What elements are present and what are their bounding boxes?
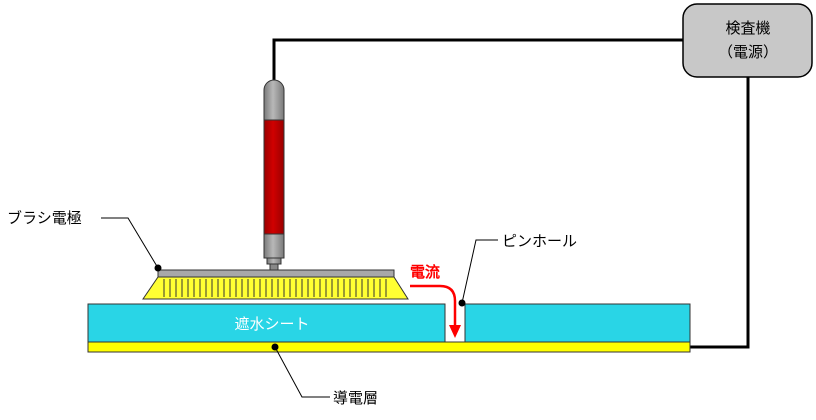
conductive-layer-label: 導電層	[333, 389, 378, 407]
brush-bar	[157, 269, 395, 278]
brush-electrode-label: ブラシ電極	[7, 209, 82, 227]
conductive-layer-leader	[274, 346, 330, 398]
probe-neck	[269, 263, 279, 271]
probe-cap	[263, 79, 285, 121]
waterproof-sheet: 遮水シート	[87, 303, 691, 343]
inspector-label-line2: （電源）	[718, 43, 778, 61]
probe-handle	[263, 79, 285, 271]
pinhole-label: ピンホール	[502, 232, 577, 250]
pinhole-dot	[458, 299, 466, 307]
inspector-box-shape	[682, 3, 813, 78]
brush-electrode-leader	[101, 217, 159, 269]
waterproof-sheet-right	[464, 303, 691, 343]
probe-red-grip	[263, 119, 285, 235]
pinhole-leader	[461, 239, 498, 304]
callout-brush-electrode: ブラシ電極	[7, 209, 162, 272]
wire-probe-to-inspector	[272, 38, 684, 80]
bristle-lines	[163, 279, 387, 297]
current-label: 電流	[410, 263, 440, 281]
current-arrow-head	[449, 325, 461, 338]
probe-collar	[266, 257, 282, 265]
probe-lower-sleeve	[263, 233, 285, 259]
waterproof-sheet-label: 遮水シート	[234, 315, 309, 333]
wire-inspector-to-conductive-layer	[690, 77, 750, 349]
brush-bristles	[142, 276, 409, 300]
conductive-layer-shape	[87, 341, 691, 353]
conductive-layer	[87, 341, 691, 353]
brush-electrode-dot	[154, 264, 162, 272]
circuit-wire	[272, 38, 750, 349]
callout-conductive-layer: 導電層	[271, 343, 378, 407]
brush-electrode	[142, 269, 409, 300]
inspector-label-line1: 検査機	[725, 19, 770, 37]
inspector-box: 検査機 （電源）	[682, 3, 813, 78]
callout-pinhole: ピンホール	[458, 232, 577, 307]
current-arrow: 電流	[410, 263, 461, 338]
current-arrow-path	[410, 284, 457, 327]
